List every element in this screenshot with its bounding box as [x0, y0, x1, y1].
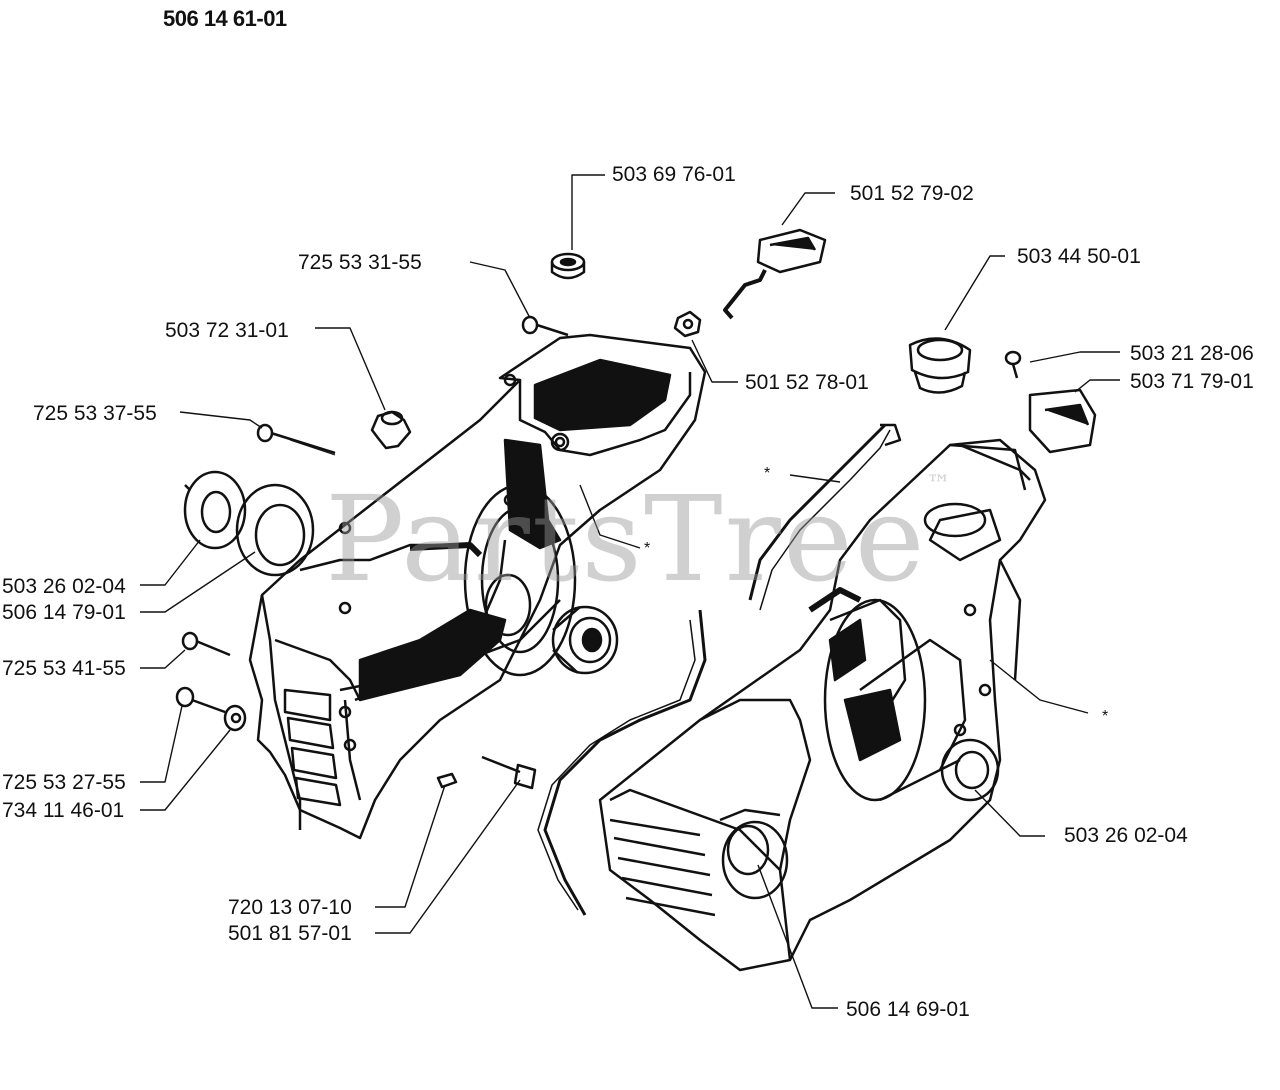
pin-720130710 — [436, 772, 458, 789]
part-label-734114601[interactable]: 734 11 46-01 — [2, 799, 125, 822]
bearing — [551, 605, 619, 675]
watermark: PartsTree™ — [325, 470, 953, 608]
diagram-title: 506 14 61-01 — [163, 6, 287, 31]
part-label-503260204-right[interactable]: 503 26 02-04 — [1064, 824, 1188, 847]
screw-503212806 — [1004, 350, 1022, 379]
filler-cap-503445001 — [908, 337, 972, 394]
washer-734114601 — [223, 704, 247, 732]
part-label-506146901[interactable]: 506 14 69-01 — [846, 998, 970, 1021]
asterisk-marker-left: * — [644, 540, 651, 557]
part-label-725534155[interactable]: 725 53 41-55 — [2, 657, 126, 680]
part-label-503445001[interactable]: 503 44 50-01 — [1017, 245, 1141, 268]
asterisk-marker-right: * — [1102, 708, 1109, 725]
right-crankcase-half — [598, 438, 1047, 972]
screw-725532755 — [175, 686, 247, 732]
part-label-725533155[interactable]: 725 53 31-55 — [298, 251, 422, 274]
part-label-503717901[interactable]: 503 71 79-01 — [1130, 370, 1254, 393]
part-label-503212806[interactable]: 503 21 28-06 — [1130, 342, 1254, 365]
part-label-501527801[interactable]: 501 52 78-01 — [745, 371, 869, 394]
buffer-503723101 — [370, 410, 412, 450]
nut-501527801 — [673, 310, 702, 338]
ring-506147901 — [235, 483, 315, 577]
switch-501527902 — [723, 228, 827, 320]
adjuster-501815701 — [481, 755, 537, 790]
part-label-501815701[interactable]: 501 81 57-01 — [228, 922, 352, 945]
part-label-503723101[interactable]: 503 72 31-01 — [165, 319, 289, 342]
part-label-725533755[interactable]: 725 53 37-55 — [33, 402, 157, 425]
crankcase-gasket — [537, 423, 902, 916]
leader-lines — [140, 174, 1120, 1009]
oil-cap — [721, 820, 789, 900]
screw-725533155 — [521, 315, 569, 337]
screw-725534155 — [181, 631, 231, 657]
seal-503260204-left — [183, 470, 247, 550]
part-label-725532755[interactable]: 725 53 27-55 — [2, 771, 126, 794]
part-label-501527902[interactable]: 501 52 79-02 — [850, 182, 974, 205]
part-label-506147901[interactable]: 506 14 79-01 — [2, 601, 126, 624]
bolt-725533755 — [256, 423, 336, 456]
bracket-503717901 — [1028, 388, 1097, 454]
asterisk-marker-gasket: * — [764, 465, 771, 482]
grommet-503697601 — [550, 252, 586, 280]
part-label-720130710[interactable]: 720 13 07-10 — [228, 896, 352, 919]
left-crankcase-half — [248, 333, 707, 840]
part-label-503697601[interactable]: 503 69 76-01 — [612, 163, 736, 186]
part-label-503260204-left[interactable]: 503 26 02-04 — [2, 575, 126, 598]
